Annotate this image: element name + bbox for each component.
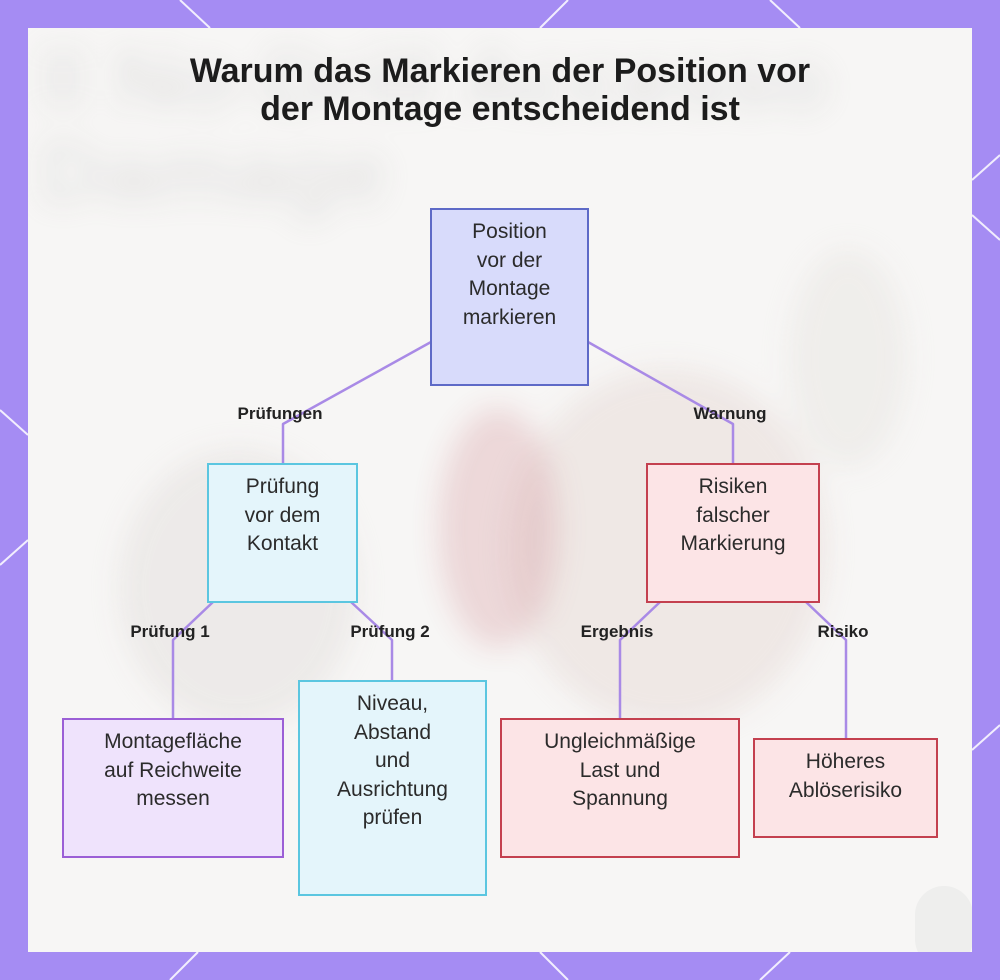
node-level-line-4: Ausrichtung [337, 776, 448, 805]
node-check-line-1: Prüfung [246, 473, 320, 502]
node-uneven-load: Ungleichmäßige Last und Spannung [500, 718, 740, 858]
node-measure-line-2: auf Reichweite [104, 757, 242, 786]
edge-label-result: Ergebnis [581, 622, 654, 642]
node-check-line-2: vor dem [245, 502, 321, 531]
node-higher-detach-risk: Höheres Ablöserisiko [753, 738, 938, 838]
node-level-line-2: Abstand [354, 719, 431, 748]
node-risks-wrong-marking: Risiken falscher Markierung [646, 463, 820, 603]
node-risk-line-2: falscher [696, 502, 770, 531]
node-detach-line-2: Ablöserisiko [789, 777, 902, 806]
connector-check-level [351, 602, 392, 682]
node-root-line-3: Montage [469, 275, 551, 304]
node-root-line-1: Position [472, 218, 547, 247]
node-root-line-2: vor der [477, 247, 542, 276]
node-level-line-5: prüfen [363, 804, 423, 833]
node-measure-line-1: Montagefläche [104, 728, 242, 757]
node-risk-line-3: Markierung [680, 530, 785, 559]
node-uneven-line-1: Ungleichmäßige [544, 728, 696, 757]
edge-label-check-1: Prüfung 1 [130, 622, 209, 642]
node-check-line-3: Kontakt [247, 530, 318, 559]
node-level-line-1: Niveau, [357, 690, 428, 719]
node-measure-line-3: messen [136, 785, 210, 814]
node-root-line-4: markieren [463, 304, 556, 333]
node-measure-surface: Montagefläche auf Reichweite messen [62, 718, 284, 858]
connector-root-risk [588, 342, 733, 464]
node-mark-position: Position vor der Montage markieren [430, 208, 589, 386]
node-uneven-line-3: Spannung [572, 785, 668, 814]
edge-label-checks: Prüfungen [238, 404, 323, 424]
connector-root-check [283, 342, 431, 464]
edge-label-risk: Risiko [817, 622, 868, 642]
node-detach-line-1: Höheres [806, 748, 885, 777]
node-uneven-line-2: Last und [580, 757, 661, 786]
connector-check-measure [173, 602, 213, 720]
node-check-level-alignment: Niveau, Abstand und Ausrichtung prüfen [298, 680, 487, 896]
node-level-line-3: und [375, 747, 410, 776]
edge-label-warning: Warnung [693, 404, 766, 424]
edge-label-check-2: Prüfung 2 [350, 622, 429, 642]
connector-risk-uneven [620, 602, 660, 720]
node-check-before-contact: Prüfung vor dem Kontakt [207, 463, 358, 603]
node-risk-line-1: Risiken [699, 473, 768, 502]
